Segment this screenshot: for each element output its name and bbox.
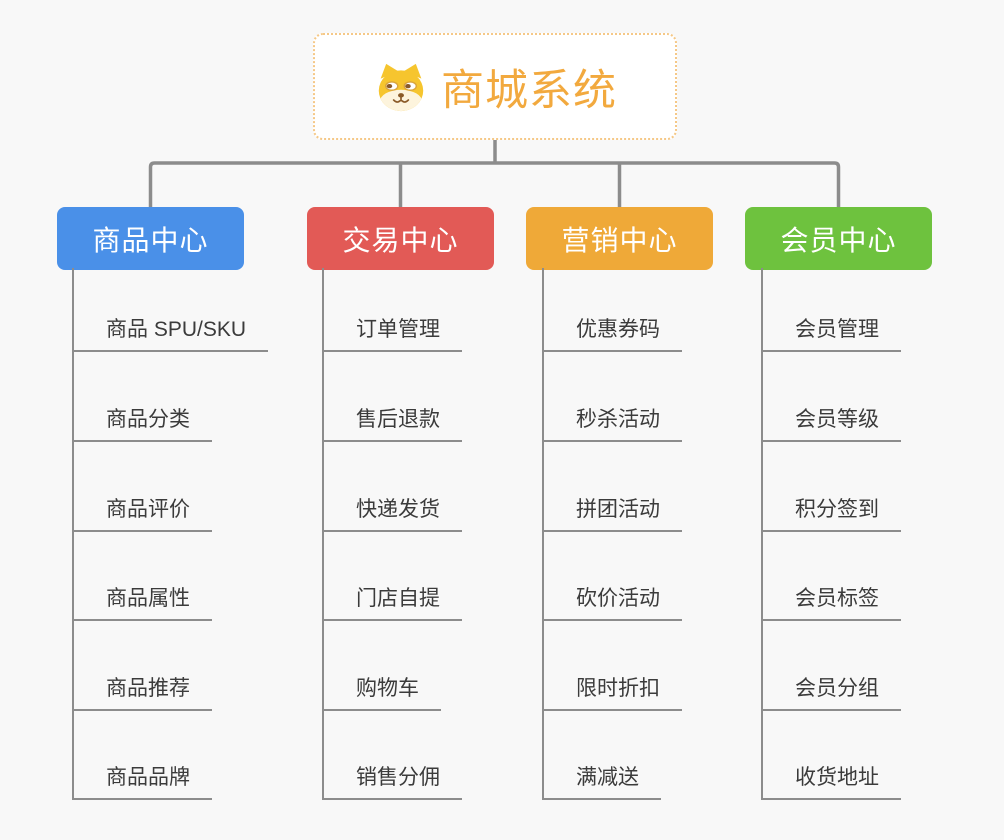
branch-node-product-center[interactable]: 商品中心 <box>57 207 244 270</box>
branch-bus-line <box>148 161 841 208</box>
leaf-topic[interactable]: 订单管理 <box>323 314 462 352</box>
root-title: 商城系统 <box>441 66 617 115</box>
leaf-topic[interactable]: 门店自提 <box>323 583 462 621</box>
leaf-topic[interactable]: 购物车 <box>323 673 441 711</box>
leaf-topic[interactable]: 商品评价 <box>73 494 212 532</box>
branch-trunk-line <box>761 268 763 800</box>
branch-node-member-center[interactable]: 会员中心 <box>745 207 932 270</box>
leaf-topic[interactable]: 售后退款 <box>323 404 462 442</box>
branch-label: 交易中心 <box>342 224 459 256</box>
leaf-topic[interactable]: 砍价活动 <box>543 583 682 621</box>
leaf-topic[interactable]: 会员标签 <box>762 583 901 621</box>
leaf-topic[interactable]: 商品品牌 <box>73 762 212 800</box>
leaf-topic[interactable]: 商品 SPU/SKU <box>73 314 269 352</box>
branch-trunk-line <box>72 268 74 800</box>
leaf-topic[interactable]: 拼团活动 <box>543 494 682 532</box>
leaf-topic[interactable]: 秒杀活动 <box>543 404 682 442</box>
branch-label: 营销中心 <box>561 224 678 256</box>
leaf-topic[interactable]: 限时折扣 <box>543 673 682 711</box>
leaf-topic[interactable]: 会员等级 <box>762 404 901 442</box>
branch-label: 会员中心 <box>780 224 897 256</box>
leaf-topic[interactable]: 满减送 <box>543 762 661 800</box>
leaf-topic[interactable]: 积分签到 <box>762 494 901 532</box>
leaf-topic[interactable]: 商品分类 <box>73 404 212 442</box>
branch-trunk-line <box>542 268 544 800</box>
leaf-topic[interactable]: 会员分组 <box>762 673 901 711</box>
branch-label: 商品中心 <box>92 224 209 256</box>
leaf-topic[interactable]: 会员管理 <box>762 314 901 352</box>
branch-trunk-line <box>322 268 324 800</box>
root-node-mall-system[interactable]: 商城系统 <box>313 33 677 140</box>
leaf-topic[interactable]: 销售分佣 <box>323 762 462 800</box>
shiba-dog-icon <box>378 63 424 111</box>
leaf-topic[interactable]: 快递发货 <box>323 494 462 532</box>
leaf-topic[interactable]: 商品推荐 <box>73 673 212 711</box>
leaf-topic[interactable]: 优惠券码 <box>543 314 682 352</box>
branch-node-marketing-center[interactable]: 营销中心 <box>526 207 713 270</box>
leaf-topic[interactable]: 收货地址 <box>762 762 901 800</box>
branch-node-trade-center[interactable]: 交易中心 <box>307 207 494 270</box>
leaf-topic[interactable]: 商品属性 <box>73 583 212 621</box>
